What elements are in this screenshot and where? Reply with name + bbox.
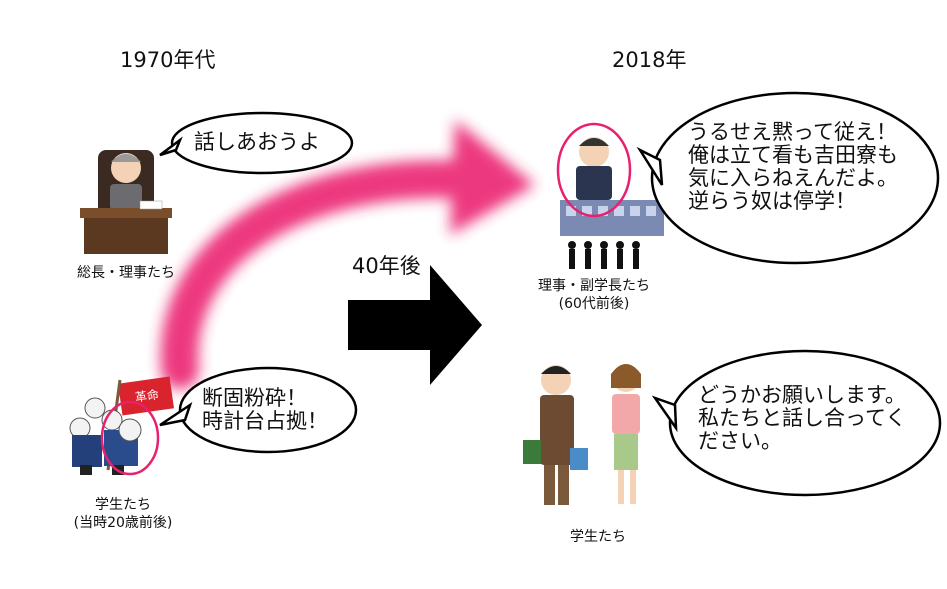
modern-students-speech-bubble	[668, 349, 942, 497]
board-line-2: 俺は立て看も吉田寮も	[688, 143, 898, 167]
banner-lettering: 革命	[134, 386, 160, 404]
modern-line-1: どうかお願いします。	[698, 383, 906, 407]
left-era-heading: 1970年代	[120, 48, 216, 72]
modern-line-3: ださい。	[698, 429, 782, 453]
right-era-heading: 2018年	[612, 48, 687, 72]
students-caption-1970: 学生たち (当時20歳前後)	[48, 496, 198, 532]
protest-bubble-text: 断固粉砕！ 時計台占拠！	[202, 387, 328, 433]
time-arrow	[348, 265, 482, 385]
modern-students-illustration	[523, 364, 641, 505]
board-illustration	[560, 137, 664, 269]
modern-students-bubble-text: どうかお願いします。 私たちと話し合ってく ださい。	[698, 384, 906, 453]
protest-line-1: 断固粉砕！	[202, 386, 307, 410]
arrow-label: 40年後	[352, 254, 421, 278]
president-illustration	[80, 150, 172, 254]
president-speech-bubble	[170, 111, 354, 175]
highlight-circle-protester	[100, 400, 160, 476]
board-speech-bubble	[650, 91, 940, 265]
students-caption-line1: 学生たち	[95, 497, 151, 513]
president-bubble-text: 話しあおうよ	[194, 130, 320, 154]
board-bubble-text: うるせえ黙って従え！ 俺は立て看も吉田寮も 気に入らねえんだよ。 逆らう奴は停学…	[688, 121, 898, 213]
pink-transition-arrow	[160, 120, 535, 389]
board-line-1: うるせえ黙って従え！	[688, 120, 897, 144]
board-caption-line2: (60代前後)	[558, 296, 630, 312]
protest-line-2: 時計台占拠！	[202, 409, 328, 433]
board-caption-line1: 理事・副学長たち	[538, 278, 650, 294]
board-caption: 理事・副学長たち (60代前後)	[516, 277, 672, 313]
president-caption: 総長・理事たち	[77, 265, 175, 281]
modern-line-2: 私たちと話し合ってく	[698, 406, 907, 430]
students-caption-line2: (当時20歳前後)	[73, 515, 173, 531]
board-line-4: 逆らう奴は停学！	[688, 189, 856, 213]
highlight-circle-official	[556, 122, 632, 218]
board-line-3: 気に入らねえんだよ。	[688, 166, 898, 190]
protest-speech-bubble	[178, 366, 358, 454]
modern-students-caption: 学生たち	[570, 529, 626, 545]
